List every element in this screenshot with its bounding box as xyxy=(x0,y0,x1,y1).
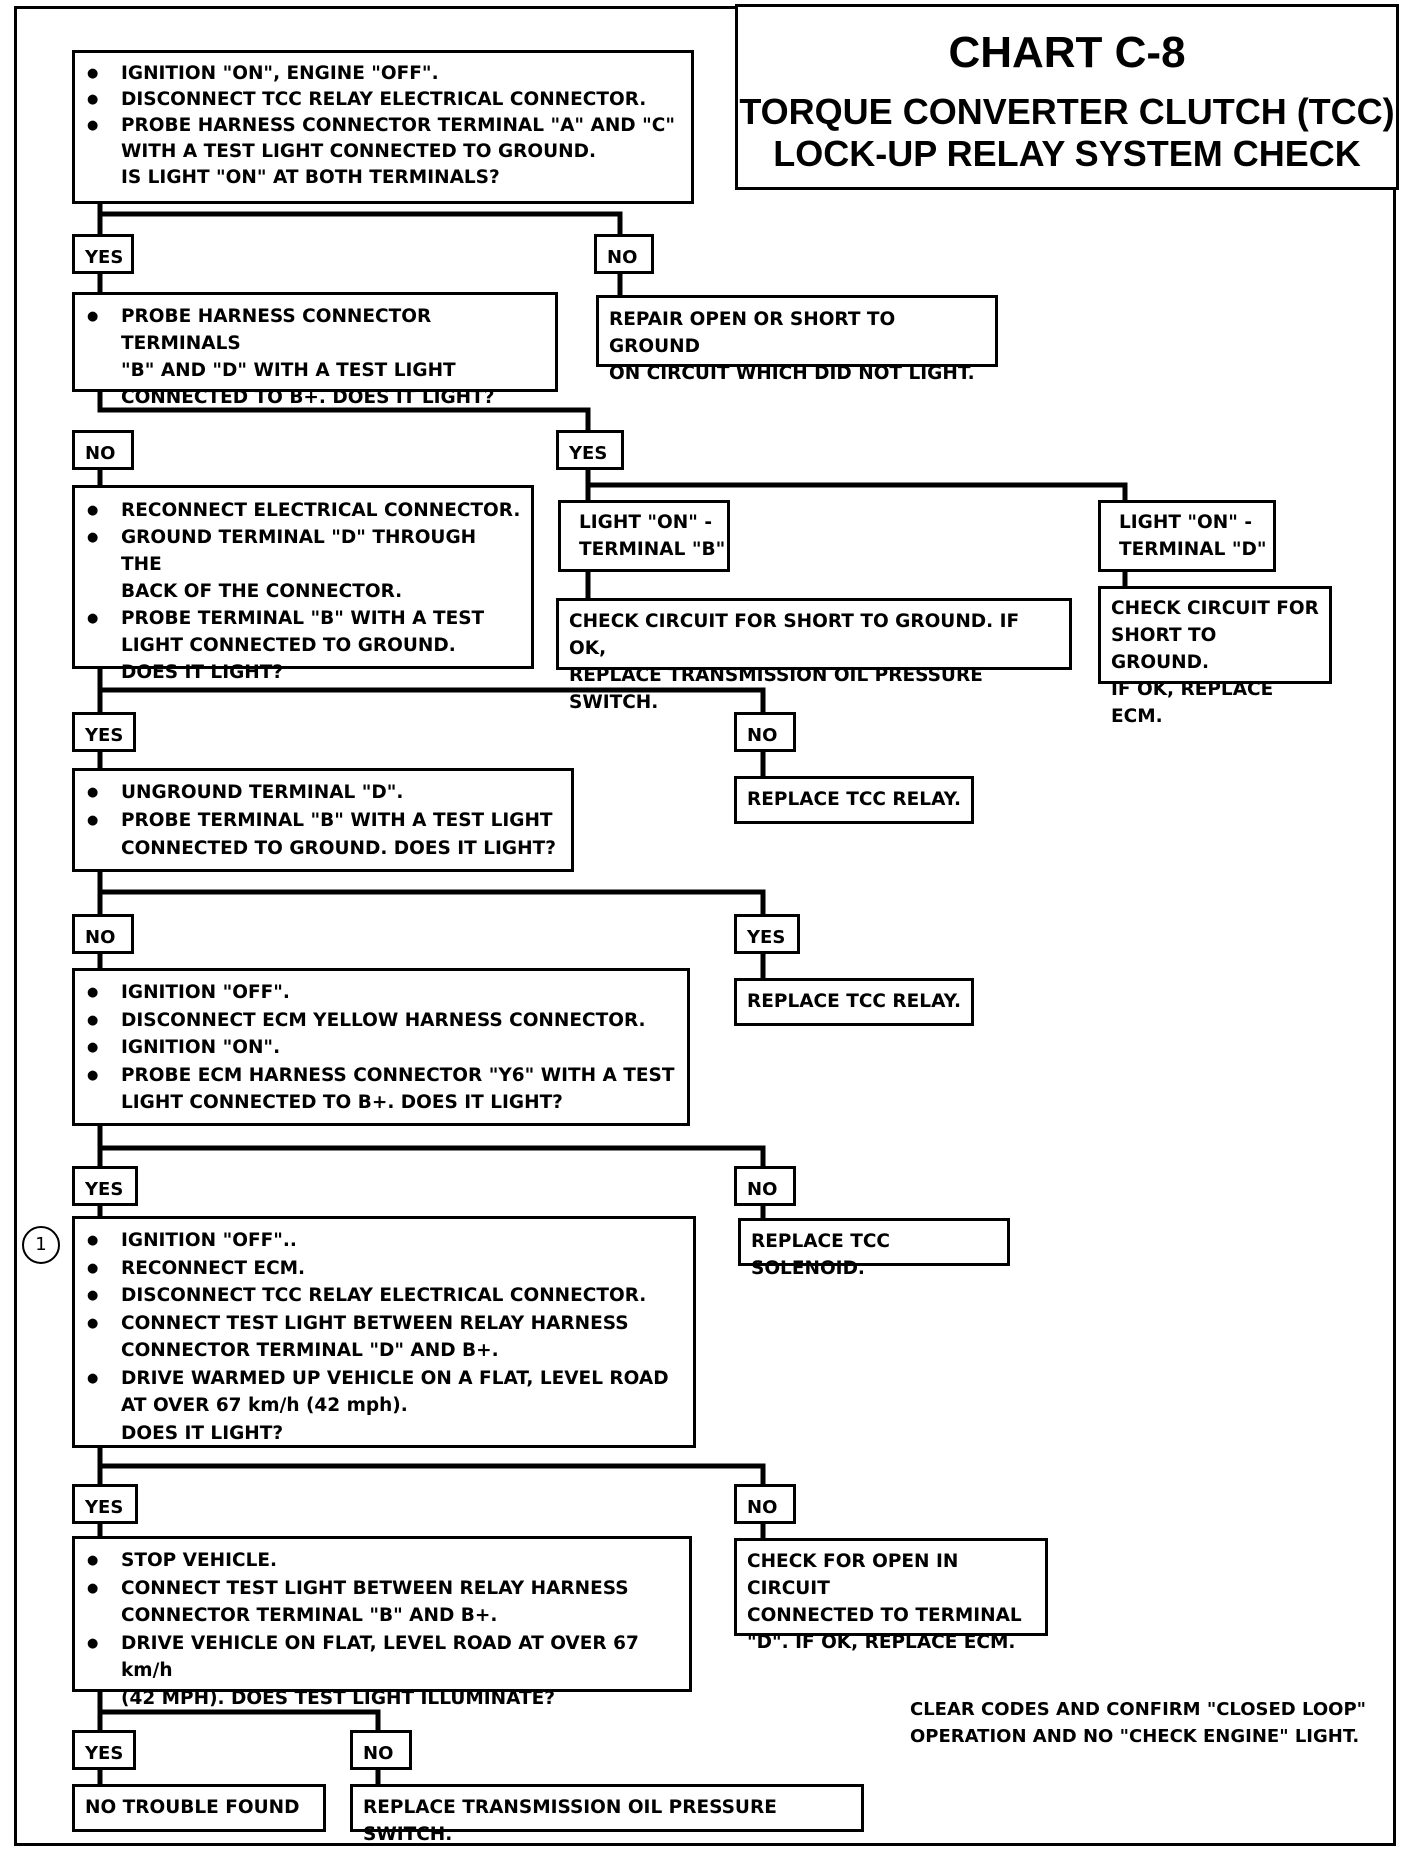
step-1-no-label: NO xyxy=(594,234,654,274)
step-6-line: DISCONNECT TCC RELAY ELECTRICAL CONNECTO… xyxy=(85,1282,683,1310)
step-5-no-label: NO xyxy=(734,1166,796,1206)
light-on-terminal-d-box: LIGHT "ON" - TERMINAL "D" xyxy=(1098,500,1276,572)
step-3-line: LIGHT CONNECTED TO GROUND. xyxy=(121,635,456,656)
step-5-line: IGNITION "ON". xyxy=(85,1034,677,1062)
step-3-line: BACK OF THE CONNECTOR. xyxy=(121,581,403,602)
step-4-box: UNGROUND TERMINAL "D". PROBE TERMINAL "B… xyxy=(72,768,574,872)
result-line: "D". IF OK, REPLACE ECM. xyxy=(747,1632,1016,1653)
result-line: CONNECTED TO TERMINAL xyxy=(747,1605,1022,1626)
step-7-no-label: NO xyxy=(350,1730,412,1770)
result-line: SHORT TO GROUND. xyxy=(1111,625,1217,673)
step-5-line: DISCONNECT ECM YELLOW HARNESS CONNECTOR. xyxy=(85,1007,677,1035)
step-6-line: IGNITION "OFF".. xyxy=(85,1227,683,1255)
light-on-terminal-b-box: LIGHT "ON" - TERMINAL "B" xyxy=(558,500,730,572)
step-6-no-label: NO xyxy=(734,1484,796,1524)
step-3-line: RECONNECT ELECTRICAL CONNECTOR. xyxy=(85,497,521,524)
result-line: REPLACE TCC SOLENOID. xyxy=(751,1231,890,1279)
step-2-no-label: NO xyxy=(72,430,134,470)
light-d-line: TERMINAL "D" xyxy=(1119,539,1267,560)
result-replace-switch-box: REPLACE TRANSMISSION OIL PRESSURE SWITCH… xyxy=(350,1784,864,1845)
step-2-line: PROBE HARNESS CONNECTOR TERMINALS xyxy=(85,303,545,357)
step-5-line: LIGHT CONNECTED TO B+. DOES IT LIGHT? xyxy=(121,1092,563,1113)
result-replace-relay-2-box: REPLACE TCC RELAY. xyxy=(734,978,974,1026)
step-6-line: DOES IT LIGHT? xyxy=(121,1422,284,1444)
result-line: CHECK CIRCUIT FOR xyxy=(1111,598,1319,619)
result-line: REPLACE TCC RELAY. xyxy=(747,991,961,1012)
step-1-line: IGNITION "ON", ENGINE "OFF". xyxy=(85,61,681,87)
step-1-box: IGNITION "ON", ENGINE "OFF". DISCONNECT … xyxy=(72,50,694,204)
step-7-line: CONNECT TEST LIGHT BETWEEN RELAY HARNESS xyxy=(85,1575,679,1603)
chart-title-line2: LOCK-UP RELAY SYSTEM CHECK xyxy=(773,133,1361,174)
step-1-line: PROBE HARNESS CONNECTOR TERMINAL "A" AND… xyxy=(85,113,681,139)
step-reference-callout: 1 xyxy=(22,1226,60,1264)
result-check-open-box: CHECK FOR OPEN IN CIRCUIT CONNECTED TO T… xyxy=(734,1538,1048,1653)
step-7-line: STOP VEHICLE. xyxy=(85,1547,679,1575)
footer-note: CLEAR CODES AND CONFIRM "CLOSED LOOP" OP… xyxy=(910,1696,1366,1750)
step-7-line: (42 MPH). DOES TEST LIGHT ILLUMINATE? xyxy=(121,1687,556,1709)
step-6-line: CONNECT TEST LIGHT BETWEEN RELAY HARNESS xyxy=(85,1310,683,1338)
step-1-yes-label: YES xyxy=(72,234,134,274)
step-2-yes-label: YES xyxy=(556,430,624,470)
light-d-line: LIGHT "ON" - xyxy=(1119,512,1253,533)
step-2-box: PROBE HARNESS CONNECTOR TERMINALS "B" AN… xyxy=(72,292,558,408)
step-7-yes-label: YES xyxy=(72,1730,136,1770)
step-6-line: AT OVER 67 km/h (42 mph). xyxy=(121,1395,408,1416)
result-check-short-d-box: CHECK CIRCUIT FOR SHORT TO GROUND. IF OK… xyxy=(1098,586,1332,727)
step-7-line: DRIVE VEHICLE ON FLAT, LEVEL ROAD AT OVE… xyxy=(85,1630,679,1685)
result-line: CHECK FOR OPEN IN CIRCUIT xyxy=(747,1551,959,1599)
result-line: CHECK CIRCUIT FOR SHORT TO GROUND. IF OK… xyxy=(569,611,1020,659)
step-6-yes-label: YES xyxy=(72,1484,138,1524)
step-1-line: DISCONNECT TCC RELAY ELECTRICAL CONNECTO… xyxy=(85,87,681,113)
result-check-short-b-box: CHECK CIRCUIT FOR SHORT TO GROUND. IF OK… xyxy=(556,598,1072,713)
step-6-line: DRIVE WARMED UP VEHICLE ON A FLAT, LEVEL… xyxy=(85,1365,683,1393)
step-3-line: PROBE TERMINAL "B" WITH A TEST xyxy=(85,605,521,632)
step-2-line: "B" AND "D" WITH A TEST LIGHT xyxy=(121,360,456,381)
step-1-line: WITH A TEST LIGHT CONNECTED TO GROUND. xyxy=(121,141,597,162)
step-5-yes-label: YES xyxy=(72,1166,138,1206)
step-3-line: DOES IT LIGHT? xyxy=(121,662,284,683)
result-line: NO TROUBLE FOUND xyxy=(85,1797,300,1818)
step-4-line: UNGROUND TERMINAL "D". xyxy=(85,779,561,807)
step-6-line: CONNECTOR TERMINAL "D" AND B+. xyxy=(121,1340,499,1361)
step-4-line: PROBE TERMINAL "B" WITH A TEST LIGHT xyxy=(85,807,561,835)
step-4-no-label: NO xyxy=(72,914,134,954)
result-replace-relay-1-box: REPLACE TCC RELAY. xyxy=(734,776,974,824)
step-5-line: IGNITION "OFF". xyxy=(85,979,677,1007)
step-6-line: RECONNECT ECM. xyxy=(85,1255,683,1283)
light-b-line: LIGHT "ON" - xyxy=(579,512,713,533)
result-replace-solenoid-box: REPLACE TCC SOLENOID. xyxy=(738,1218,1010,1279)
step-2-line: CONNECTED TO B+. DOES IT LIGHT? xyxy=(121,387,495,408)
result-repair-open-box: REPAIR OPEN OR SHORT TO GROUND ON CIRCUI… xyxy=(596,295,998,384)
footer-line: CLEAR CODES AND CONFIRM "CLOSED LOOP" xyxy=(910,1699,1367,1720)
light-b-line: TERMINAL "B" xyxy=(579,539,726,560)
result-line: REPAIR OPEN OR SHORT TO GROUND xyxy=(609,309,896,357)
step-5-box: IGNITION "OFF". DISCONNECT ECM YELLOW HA… xyxy=(72,968,690,1126)
step-3-box: RECONNECT ELECTRICAL CONNECTOR. GROUND T… xyxy=(72,485,534,683)
step-7-box: STOP VEHICLE. CONNECT TEST LIGHT BETWEEN… xyxy=(72,1536,692,1709)
result-line: ON CIRCUIT WHICH DID NOT LIGHT. xyxy=(609,363,975,384)
chart-title-line1: TORQUE CONVERTER CLUTCH (TCC) xyxy=(739,91,1395,132)
step-3-line: GROUND TERMINAL "D" THROUGH THE xyxy=(85,524,521,578)
chart-title: TORQUE CONVERTER CLUTCH (TCC) LOCK-UP RE… xyxy=(738,91,1396,175)
step-4-line: CONNECTED TO GROUND. DOES IT LIGHT? xyxy=(121,838,556,859)
step-4-yes-label: YES xyxy=(734,914,800,954)
result-no-trouble-box: NO TROUBLE FOUND xyxy=(72,1784,326,1832)
step-3-yes-label: YES xyxy=(72,712,136,752)
footer-line: OPERATION AND NO "CHECK ENGINE" LIGHT. xyxy=(910,1726,1360,1747)
result-line: REPLACE TCC RELAY. xyxy=(747,789,961,810)
result-line: REPLACE TRANSMISSION OIL PRESSURE SWITCH… xyxy=(569,665,983,713)
result-line: IF OK, REPLACE ECM. xyxy=(1111,679,1274,727)
chart-title-box: CHART C-8 TORQUE CONVERTER CLUTCH (TCC) … xyxy=(735,4,1399,190)
step-1-line: IS LIGHT "ON" AT BOTH TERMINALS? xyxy=(121,167,500,188)
step-5-line: PROBE ECM HARNESS CONNECTOR "Y6" WITH A … xyxy=(85,1062,677,1090)
page-frame xyxy=(14,6,1396,1846)
chart-number: CHART C-8 xyxy=(948,28,1186,77)
step-7-line: CONNECTOR TERMINAL "B" AND B+. xyxy=(121,1605,498,1626)
step-3-no-label: NO xyxy=(734,712,796,752)
step-6-box: IGNITION "OFF".. RECONNECT ECM. DISCONNE… xyxy=(72,1216,696,1448)
result-line: REPLACE TRANSMISSION OIL PRESSURE SWITCH… xyxy=(363,1797,777,1845)
